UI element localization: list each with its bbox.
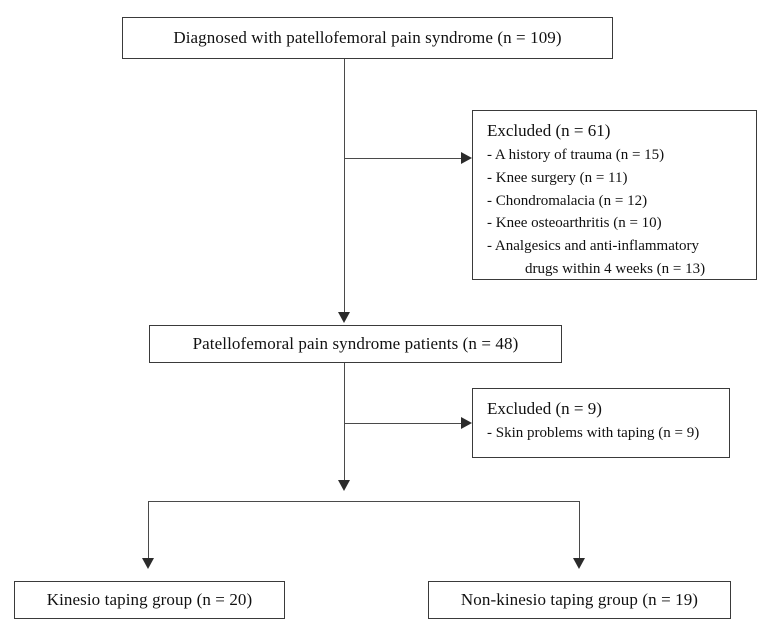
node-excluded-first-reason-list: - A history of trauma (n = 15) - Knee su… xyxy=(487,144,744,281)
arrowhead-excluded-first xyxy=(461,152,472,164)
connector-eligible-to-excluded-second xyxy=(344,423,462,424)
reason-text: - Knee surgery (n = 11) xyxy=(487,169,628,186)
reason-text: - Chondromalacia (n = 12) xyxy=(487,192,648,209)
reason-text: - A history of trauma (n = 15) xyxy=(487,147,665,164)
list-item: - A history of trauma (n = 15) xyxy=(487,144,744,167)
node-group-right: Non-kinesio taping group (n = 19) xyxy=(428,581,731,619)
node-group-left: Kinesio taping group (n = 20) xyxy=(14,581,285,619)
reason-text: - Skin problems with taping (n = 9) xyxy=(487,425,700,442)
arrowhead-group-right xyxy=(573,558,585,569)
reason-text-continued: drugs within 4 weeks (n = 13) xyxy=(525,261,706,278)
list-item: - Skin problems with taping (n = 9) xyxy=(487,422,717,445)
connector-enrolled-to-eligible xyxy=(344,59,345,313)
arrowhead-eligible-to-split xyxy=(338,480,350,491)
connector-split-to-group-left xyxy=(148,501,149,560)
node-eligible: Patellofemoral pain syndrome patients (n… xyxy=(149,325,562,363)
list-item: - Analgesics and anti-inflammatory drugs… xyxy=(487,235,744,281)
node-excluded-second: Excluded (n = 9) - Skin problems with ta… xyxy=(472,388,730,458)
node-excluded-first: Excluded (n = 61) - A history of trauma … xyxy=(472,110,757,280)
arrowhead-enrolled-to-eligible xyxy=(338,312,350,323)
node-enrolled: Diagnosed with patellofemoral pain syndr… xyxy=(122,17,613,59)
reason-text: - Analgesics and anti-inflammatory xyxy=(487,238,700,255)
list-item: - Knee surgery (n = 11) xyxy=(487,167,744,190)
node-group-left-label: Kinesio taping group (n = 20) xyxy=(46,590,253,610)
connector-allocation-split-bar xyxy=(148,501,580,502)
node-excluded-second-heading: Excluded (n = 9) xyxy=(487,399,602,418)
list-item: - Chondromalacia (n = 12) xyxy=(487,190,744,213)
node-eligible-label: Patellofemoral pain syndrome patients (n… xyxy=(192,334,519,354)
connector-eligible-to-split xyxy=(344,363,345,482)
connector-split-to-group-right xyxy=(579,501,580,560)
node-enrolled-label: Diagnosed with patellofemoral pain syndr… xyxy=(173,28,562,48)
arrowhead-group-left xyxy=(142,558,154,569)
connector-enrolled-to-excluded-first xyxy=(344,158,462,159)
node-excluded-second-reason-list: - Skin problems with taping (n = 9) xyxy=(487,422,717,445)
reason-text: - Knee osteoarthritis (n = 10) xyxy=(487,215,662,232)
node-group-right-label: Non-kinesio taping group (n = 19) xyxy=(460,590,699,610)
arrowhead-excluded-second xyxy=(461,417,472,429)
node-excluded-first-heading: Excluded (n = 61) xyxy=(487,121,611,140)
list-item: - Knee osteoarthritis (n = 10) xyxy=(487,212,744,235)
